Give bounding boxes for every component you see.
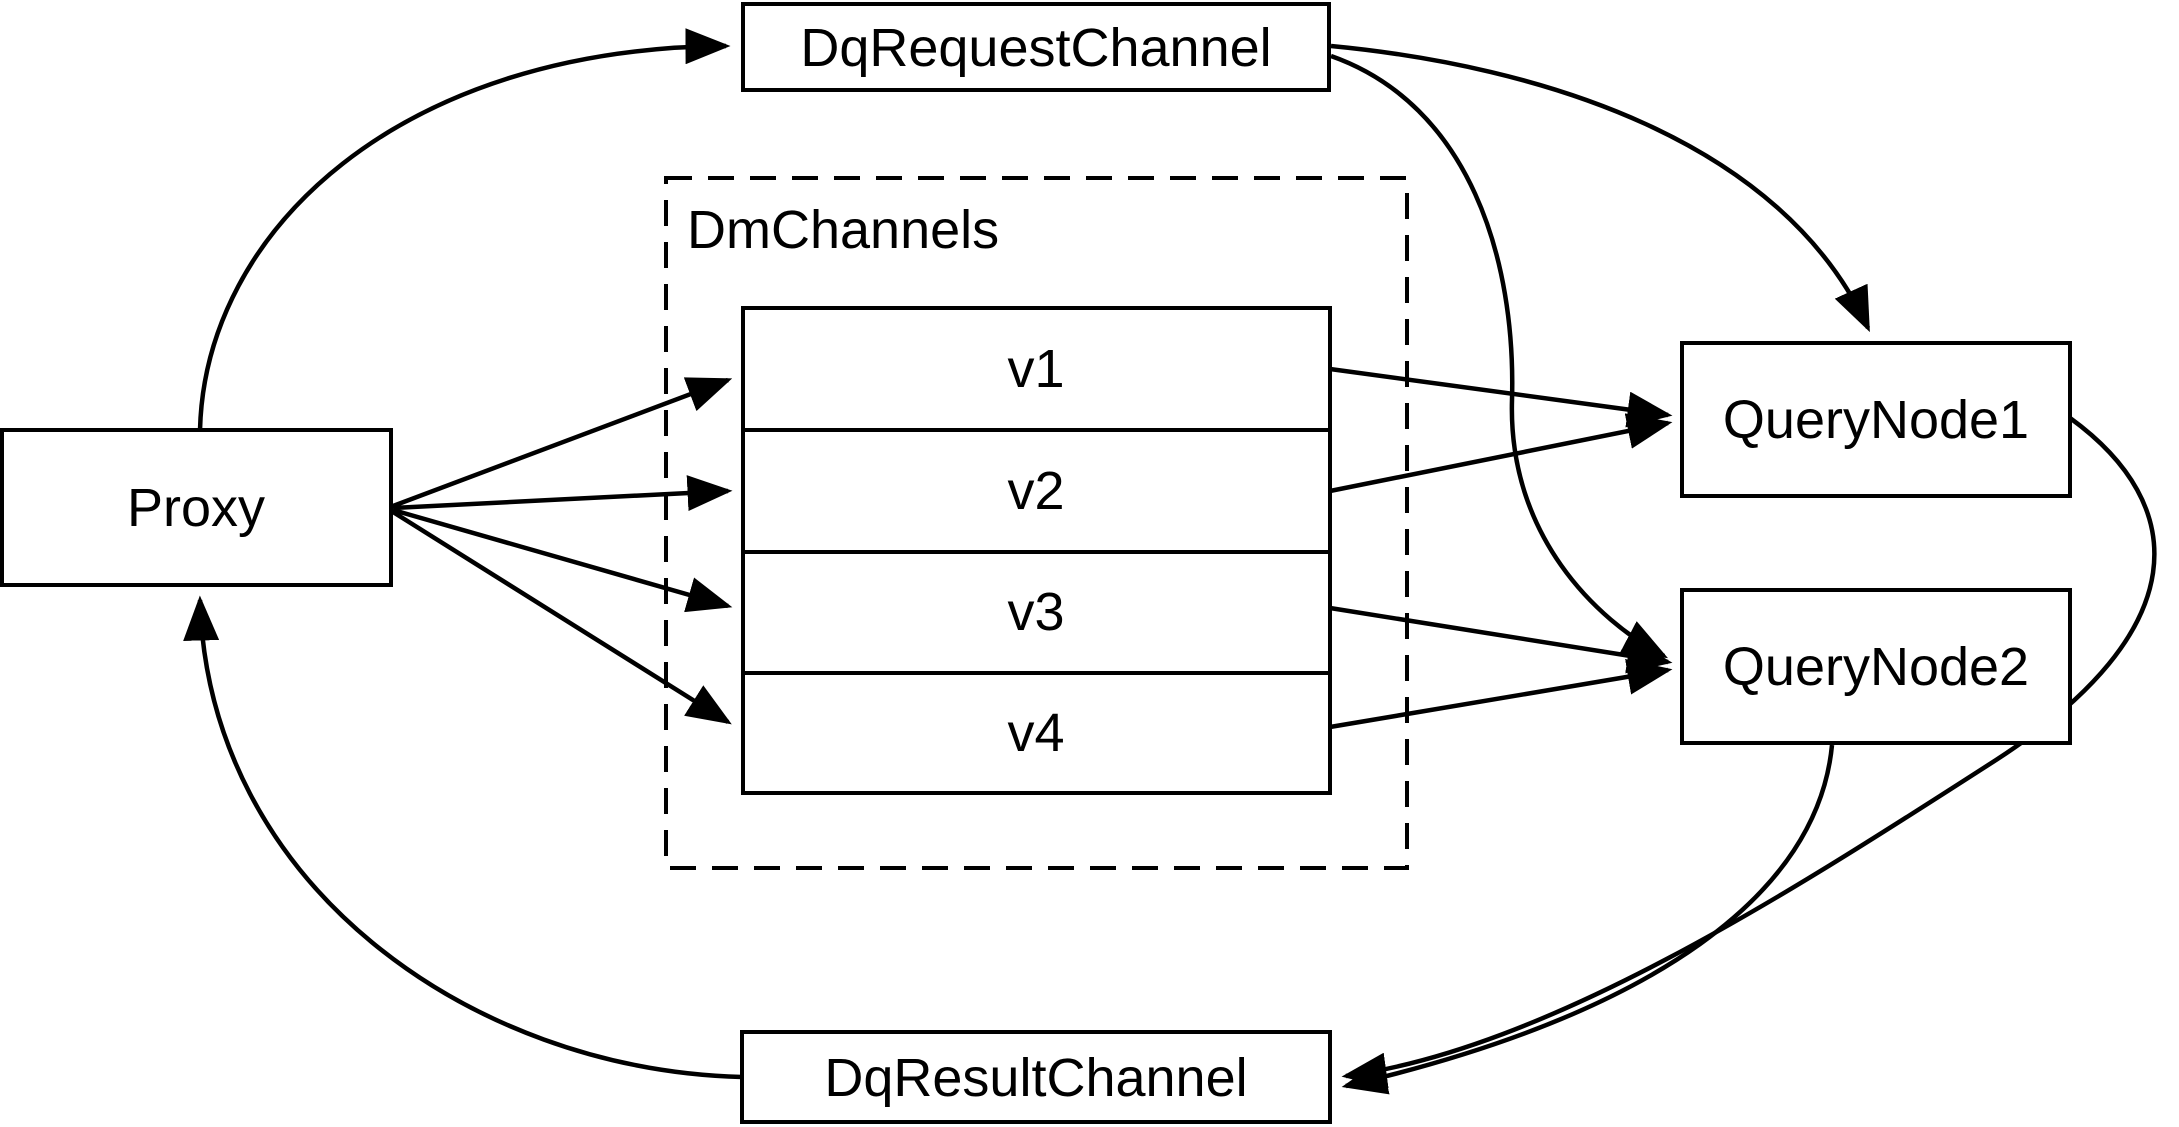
edge-group [183,28,2157,1095]
edge-dq-request-channel-to-query-node-2 [1330,53,1668,659]
query-node-1-box [1680,341,2072,498]
node-query-node-2: QueryNode2 [1680,588,2072,745]
edge-v3-to-query-node-2 [1329,605,1673,674]
dq-result-channel-box [740,1030,1332,1124]
query-node-1-label: QueryNode1 [1723,390,2029,450]
edge-proxy-to-dq-request-channel [197,28,731,431]
node-dq-request-channel: DqRequestChannel [741,2,1331,92]
edge-query-node-2-to-dq-result-channel [1341,744,1835,1095]
edge-v4-to-query-node-2 [1329,658,1673,730]
dq-request-channel-label: DqRequestChannel [800,18,1271,78]
node-channel-v1 [741,306,1332,432]
proxy-box [0,428,393,587]
edge-v2-to-query-node-1 [1329,413,1673,494]
query-node-2-label: QueryNode2 [1723,637,2029,697]
dm-channels-label: DmChannels [687,200,999,260]
edge-v1-to-query-node-1 [1329,366,1673,428]
channel-v1-label: v1 [1007,339,1064,399]
dq-request-channel-box [741,2,1331,92]
edge-proxy-to-v2 [392,475,733,512]
query-node-2-box [1680,588,2072,745]
edge-proxy-to-v1 [392,377,733,509]
dq-result-channel-label: DqResultChannel [824,1048,1247,1108]
edge-proxy-to-v3 [392,507,733,613]
node-channel-v4 [741,671,1332,795]
channel-v4-label: v4 [1007,703,1064,763]
node-dq-result-channel: DqResultChannel [740,1030,1332,1124]
edge-dq-request-channel-to-query-node-1 [1330,43,1871,333]
edge-proxy-to-v4 [391,510,732,725]
node-channel-v3 [741,550,1332,675]
edge-query-node-1-to-dq-result-channel [1341,416,2157,1089]
node-channel-v2 [741,428,1332,554]
node-proxy: Proxy [0,428,393,587]
proxy-label: Proxy [127,478,265,538]
dm-channels-group: DmChannels v1 v2 v3 v4 [664,176,1409,870]
edge-dq-result-channel-to-proxy [183,595,743,1080]
channel-v3-label: v3 [1007,582,1064,642]
channel-v2-label: v2 [1007,461,1064,521]
node-query-node-1: QueryNode1 [1680,341,2072,498]
